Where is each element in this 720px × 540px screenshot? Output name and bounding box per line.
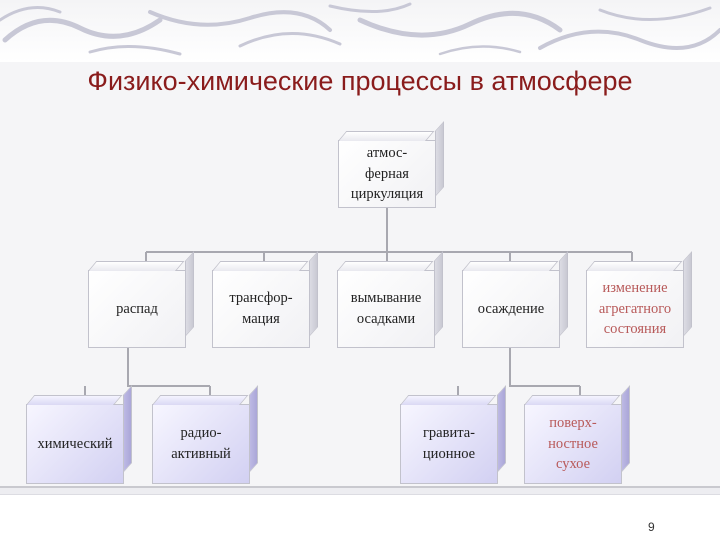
bottom-divider [0, 486, 720, 495]
box-decay: распад [88, 270, 186, 348]
gravitational-label: гравита-ционное [422, 425, 476, 462]
box-deposition: осаждение [462, 270, 560, 348]
swirl-decoration [0, 2, 720, 56]
deposition-label: осаждение [477, 300, 545, 317]
box-transformation: трансфор-мация [212, 270, 310, 348]
transformation-label: трансфор-мация [229, 290, 293, 327]
radioactive-label: радио-активный [171, 425, 231, 462]
decay-label: распад [116, 300, 158, 317]
chemical-label: химический [37, 435, 113, 452]
box-radioactive: радио-активный [152, 404, 250, 484]
header-decoration [0, 0, 720, 62]
deposition-connector [457, 348, 581, 400]
box-chemical: химический [26, 404, 124, 484]
page-title: Физико-химические процессы в атмосфере [87, 66, 633, 96]
page-number: 9 [648, 520, 655, 534]
decay-connector [84, 348, 211, 400]
box-gravitational: гравита-ционное [400, 404, 498, 484]
